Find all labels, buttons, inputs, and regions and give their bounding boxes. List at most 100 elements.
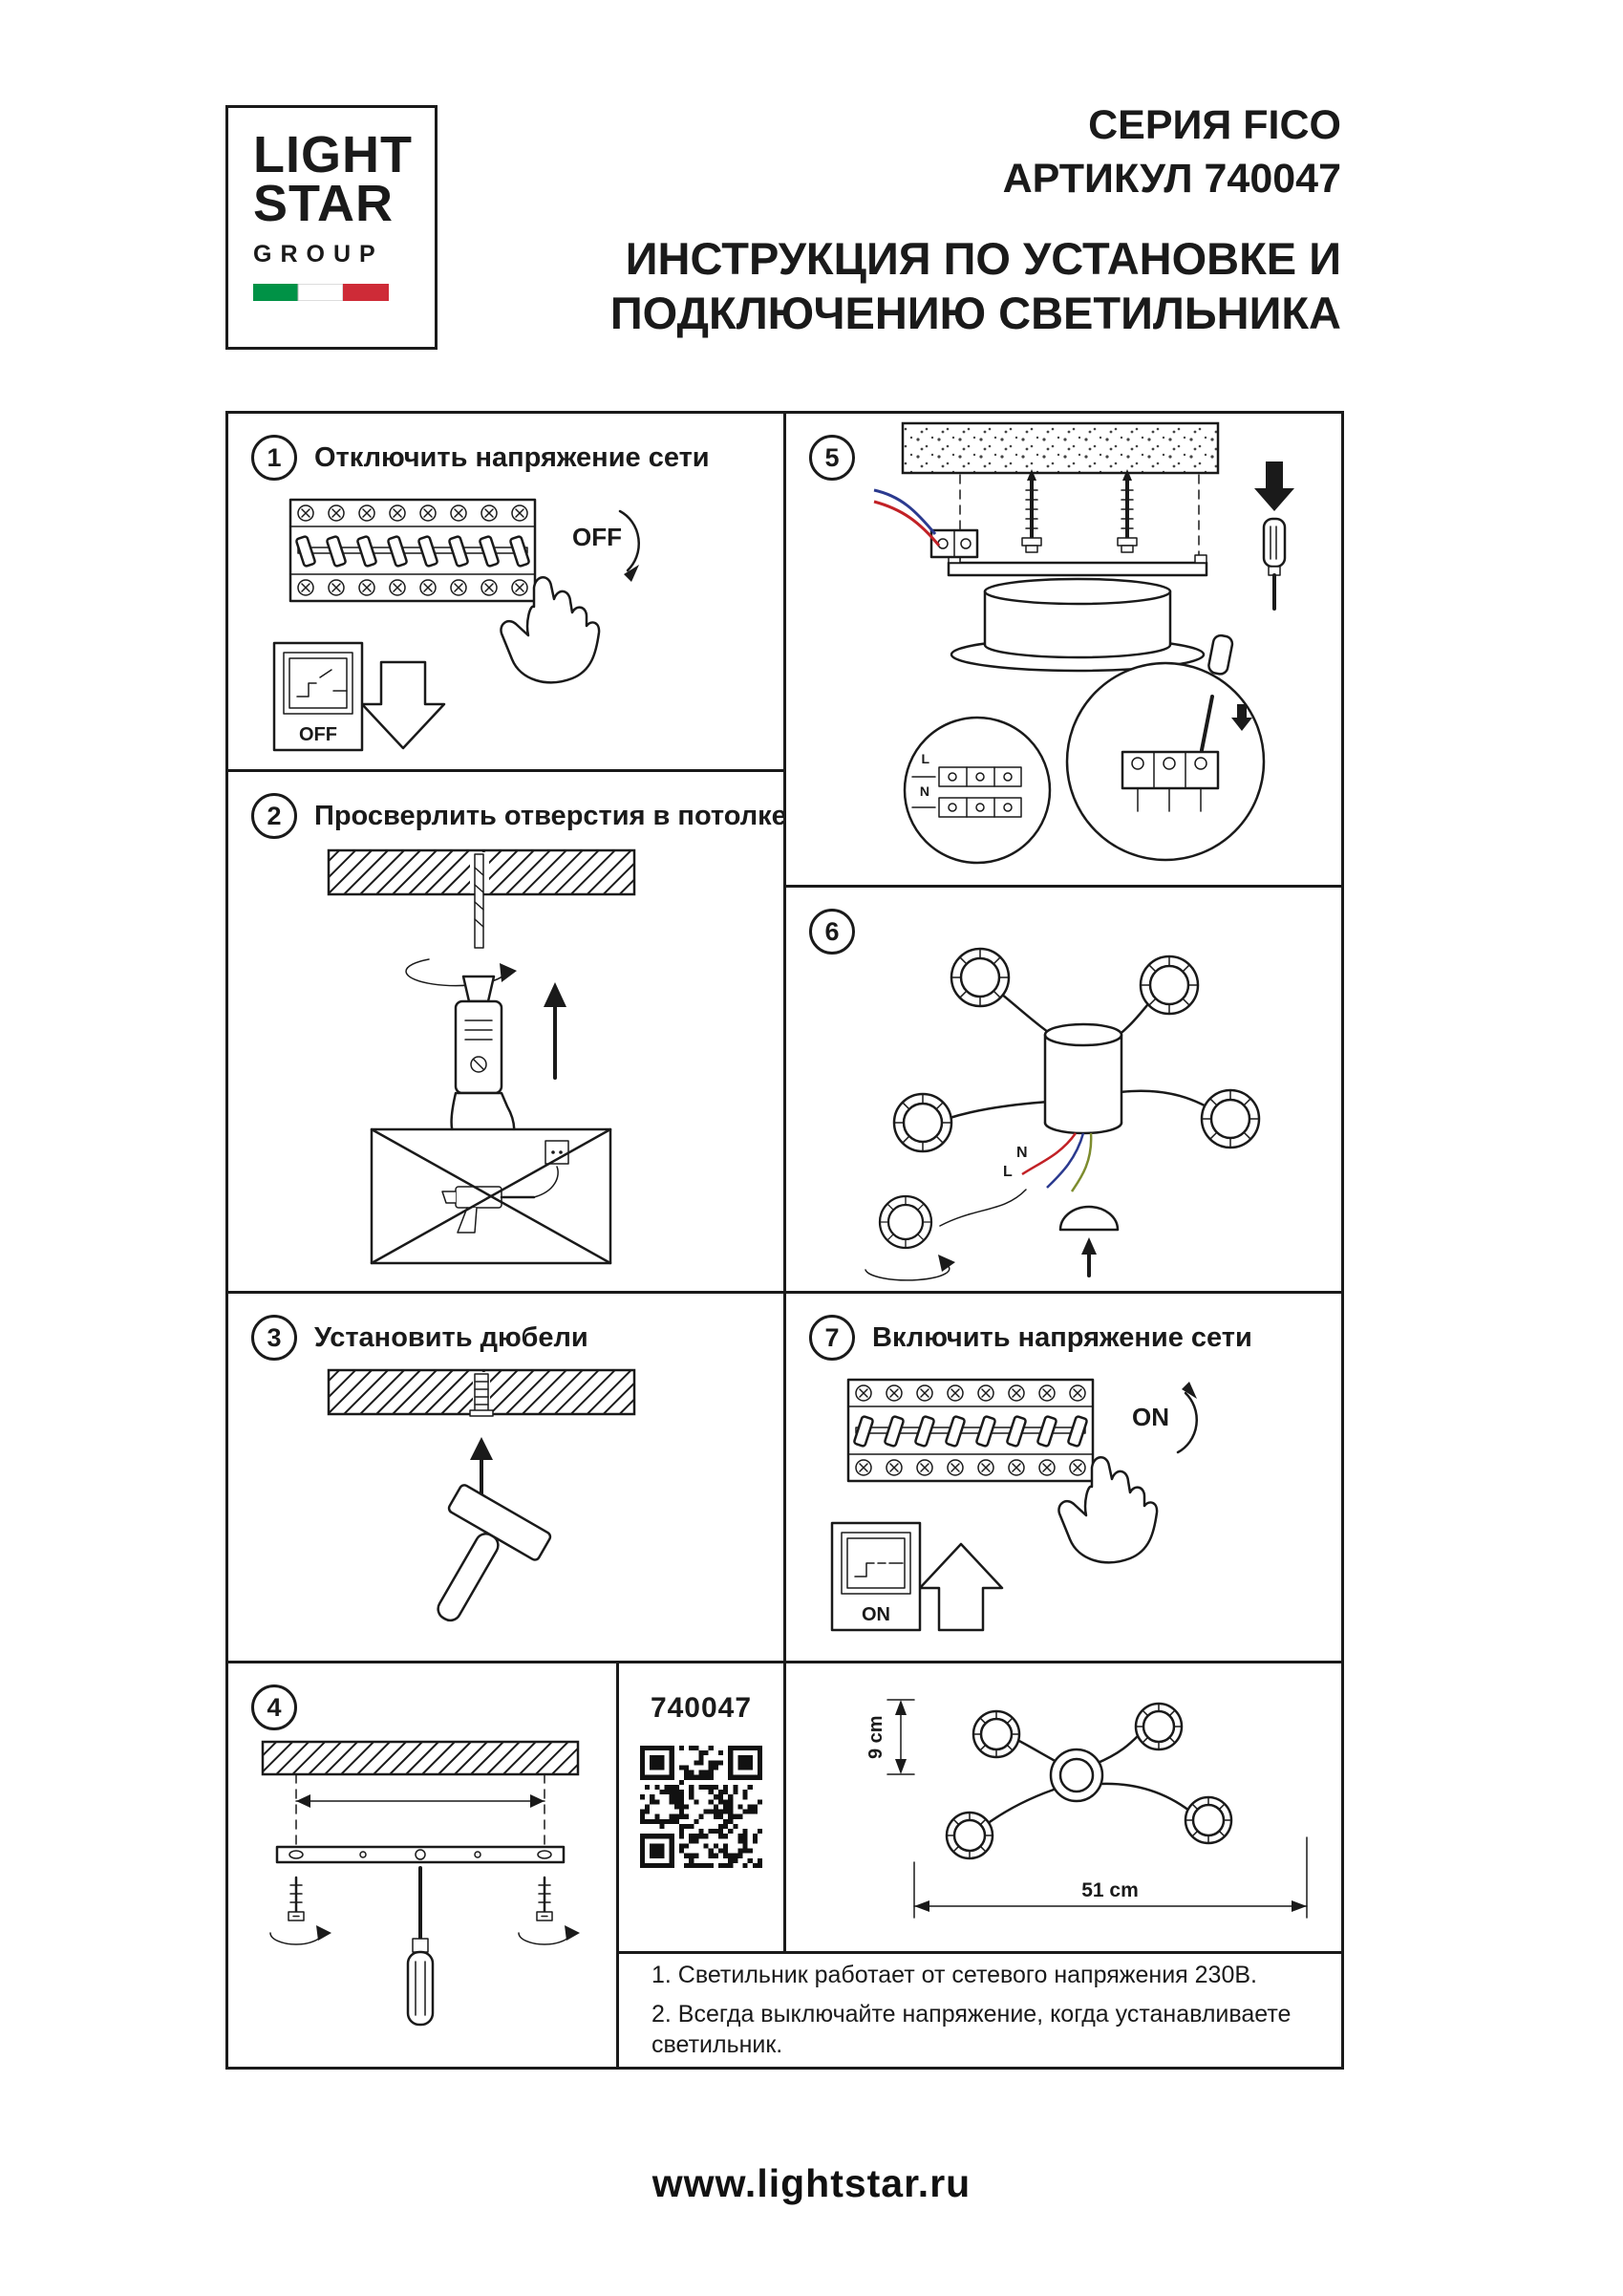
lamp-dimensions-drawing: 9 cm 51 cm [865, 1699, 1308, 1919]
arrow-up-icon [918, 1542, 1004, 1632]
mounting-plate-icon [947, 554, 1208, 577]
svg-text:L: L [921, 751, 929, 766]
article-qr-panel: 740047 [616, 1661, 786, 1954]
instruction-title-line1: ИНСТРУКЦИЯ ПО УСТАНОВКЕ И [625, 232, 1341, 284]
circuit-breaker-icon [288, 498, 537, 603]
spot-head-icon [1139, 955, 1200, 1016]
step4-number-badge: 4 [251, 1684, 297, 1730]
cap-icon [1058, 1205, 1120, 1277]
drill-icon [405, 853, 517, 1147]
article-number: АРТИКУЛ 740047 [1002, 155, 1341, 202]
note-line-1: 1. Светильник работает от сетевого напря… [651, 1962, 1257, 1989]
wire-label-n: N [1016, 1145, 1028, 1161]
logo-word-star: STAR [253, 175, 394, 233]
series-title: СЕРИЯ FICO [1088, 102, 1341, 148]
step6-panel: 6 N L [783, 885, 1344, 1294]
spot-head-icon [950, 947, 1011, 1008]
step7-number-badge: 7 [809, 1315, 855, 1361]
step5-panel: 5 [783, 411, 1344, 888]
screwdriver-icon [1254, 461, 1294, 611]
step6-number-badge: 6 [809, 909, 855, 955]
forbidden-drilling-icon [370, 1127, 612, 1265]
step2-panel: 2 Просверлить отверстия в потолке [225, 769, 787, 1294]
svg-text:ON: ON [862, 1604, 890, 1625]
notes-panel: 1. Светильник работает от сетевого напря… [616, 1951, 1344, 2070]
svg-text:N: N [920, 783, 929, 799]
wire-label-l: L [1003, 1164, 1013, 1180]
step5-illustration: L N [873, 421, 1294, 865]
width-dimension: 51 cm [913, 1836, 1308, 1919]
step1-illustration: OFF OFF [272, 498, 640, 752]
off-state-label: OFF [572, 523, 622, 551]
instruction-title-line2: ПОДКЛЮЧЕНИЮ СВЕТИЛЬНИКА [609, 288, 1341, 339]
rotate-arrow-icon [618, 509, 640, 582]
power-on-pictogram: ON [830, 1521, 922, 1632]
hammer-icon [437, 1484, 552, 1622]
step7-panel: 7 Включить напряжение сети ON [783, 1291, 1344, 1663]
screw-icon [269, 1876, 331, 1945]
note-line-2: 2. Всегда выключайте напряжение, когда у… [651, 2000, 1292, 2059]
blue-wire [873, 488, 937, 535]
step2-number-badge: 2 [251, 793, 297, 839]
dowel-icon [469, 1373, 494, 1417]
step6-illustration: N L [865, 947, 1261, 1281]
svg-text:OFF: OFF [299, 724, 337, 745]
arrow-down-icon [360, 660, 446, 750]
height-dimension: 9 cm [865, 1699, 915, 1775]
power-off-pictogram: OFF [272, 641, 364, 752]
step7-label: Включить напряжение сети [872, 1321, 1252, 1353]
step1-number-badge: 1 [251, 435, 297, 481]
step3-label: Установить дюбели [314, 1321, 588, 1353]
qr-code [640, 1746, 762, 1868]
svg-text:9 cm: 9 cm [865, 1715, 886, 1759]
footer: www.lightstar.ru [0, 2161, 1623, 2206]
step1-panel: 1 Отключить напряжение сети OFF [225, 411, 786, 772]
step5-number-badge: 5 [809, 435, 855, 481]
hand-icon [1057, 1456, 1159, 1564]
rotate-arrow-icon [1176, 1382, 1198, 1454]
ceiling-icon [901, 421, 1220, 475]
screwdriver-icon [406, 1866, 435, 2027]
logo-word-group: GROUP [253, 240, 384, 268]
step2-illustration [327, 848, 636, 1265]
dimension-arrow [295, 1794, 545, 1808]
step3-illustration [327, 1368, 636, 1622]
lamp-top-view [945, 1702, 1233, 1860]
logo-word-light: LIGHT [253, 126, 413, 183]
terminal-detail-magnifier: L N [903, 716, 1052, 865]
lightstar-logo: LIGHT STAR GROUP [225, 105, 438, 350]
hand-icon [500, 576, 601, 684]
step4-panel: 4 [225, 1661, 619, 2070]
arrow-up-icon [544, 982, 566, 1080]
lamp-body-icon [1043, 1022, 1123, 1135]
step3-number-badge: 3 [251, 1315, 297, 1361]
on-state-label: ON [1132, 1403, 1169, 1431]
canopy-icon [950, 577, 1206, 673]
loose-spot-head-icon [865, 1194, 955, 1281]
dimensions-panel: 9 cm 51 cm [783, 1661, 1344, 1954]
mounting-bar-icon [275, 1845, 566, 1864]
svg-text:51 cm: 51 cm [1081, 1879, 1139, 1901]
screw-icon [518, 1876, 580, 1945]
step4-illustration [261, 1740, 580, 2027]
circuit-breaker-icon [846, 1378, 1095, 1483]
footer-website-link[interactable]: www.lightstar.ru [651, 2161, 972, 2205]
spot-head-icon [892, 1092, 953, 1153]
wiring-detail-magnifier [1065, 633, 1266, 862]
guide-lines [295, 1773, 545, 1848]
step7-illustration: ON ON [830, 1378, 1198, 1632]
long-screw-icon [1116, 467, 1139, 554]
step3-panel: 3 Установить дюбели [225, 1291, 786, 1663]
guide-lines [959, 474, 1200, 562]
long-screw-icon [1020, 467, 1043, 554]
red-wire [1021, 1132, 1078, 1176]
red-wire [873, 500, 941, 547]
blue-wire [1046, 1132, 1085, 1189]
ground-wire [1070, 1132, 1093, 1192]
italy-flag-icon [253, 283, 435, 306]
ceiling-icon [261, 1740, 580, 1776]
spot-head-icon [1200, 1088, 1261, 1149]
step2-label: Просверлить отверстия в потолке [314, 800, 787, 831]
step1-label: Отключить напряжение сети [314, 441, 710, 473]
document-header: СЕРИЯ FICO АРТИКУЛ 740047 ИНСТРУКЦИЯ ПО … [610, 99, 1341, 340]
